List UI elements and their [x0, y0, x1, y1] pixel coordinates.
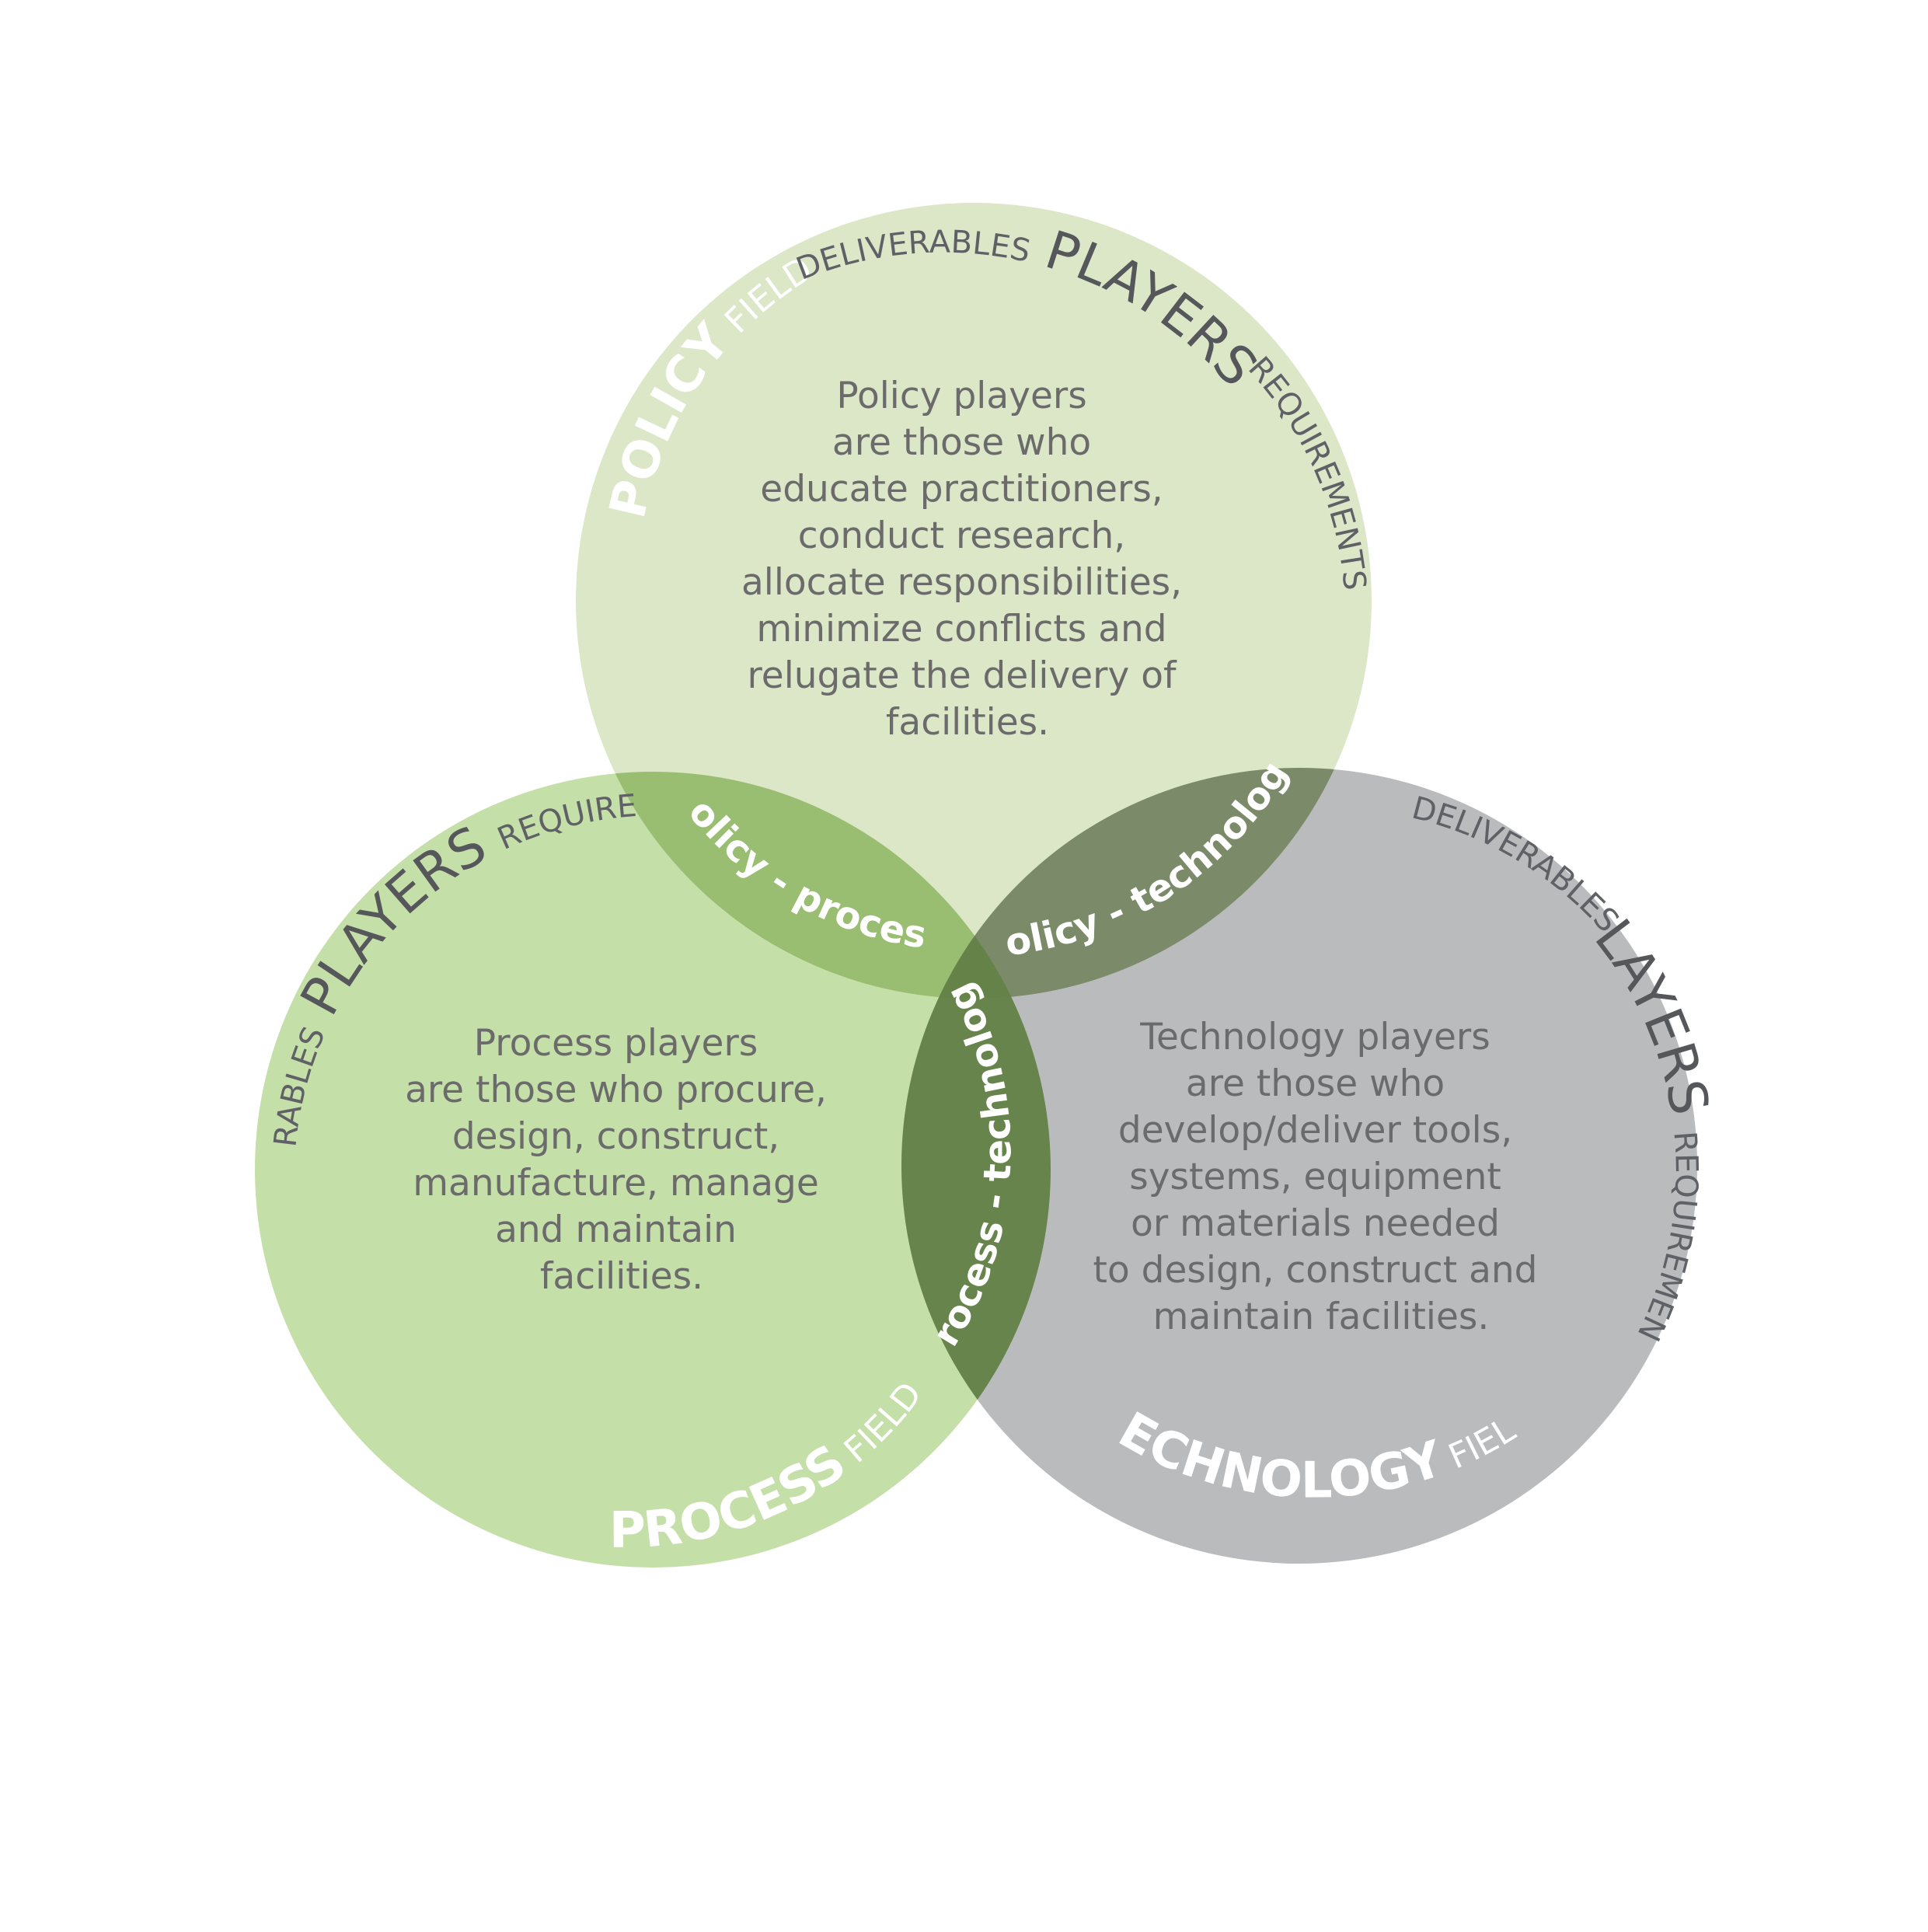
process-requirements: REQUIREMENTS — [0, 0, 638, 857]
technology-description: Technology players are those who develop… — [1093, 1016, 1550, 1338]
policy-description: Policy players are those who educate pra… — [741, 375, 1194, 744]
process-deliverables: DELIVERABLES — [0, 0, 333, 1149]
process-description: Process players are those who procure, d… — [405, 1022, 838, 1298]
overlap-shading — [576, 768, 1372, 1564]
